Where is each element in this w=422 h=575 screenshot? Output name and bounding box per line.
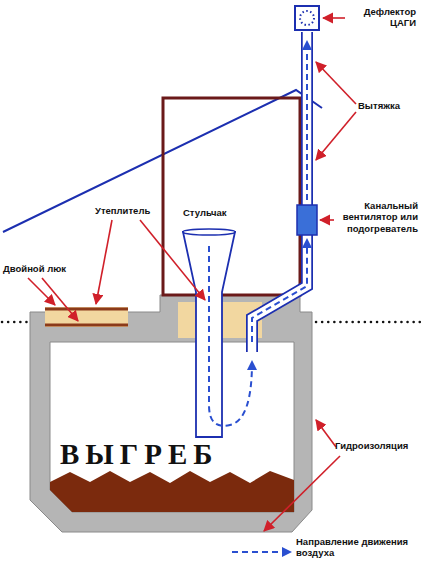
air-flow: [306, 42, 308, 200]
leader-line: [316, 112, 356, 160]
waterproofing-label: Гидроизоляция: [335, 440, 408, 451]
ground-line: [316, 321, 420, 324]
leader-line: [264, 456, 340, 531]
deflector-ring: [300, 11, 314, 25]
leader-line: [28, 278, 55, 305]
deflector: [295, 6, 319, 30]
leader-line: [316, 420, 336, 447]
legend-text: Направление движения воздуха: [296, 536, 408, 558]
seat-label: Стульчак: [183, 207, 227, 218]
pit-title: ВЫГРЕБ: [60, 440, 219, 469]
leader-line: [320, 219, 334, 221]
fan-label: Канальный вентилятор или подогреватель: [330, 200, 418, 234]
air-flow: [252, 240, 307, 342]
duct-fan: [297, 205, 317, 235]
leader-line: [42, 278, 78, 321]
leader-line: [96, 220, 112, 304]
leader-line: [316, 62, 356, 104]
vent-pipe-inner: [252, 31, 307, 354]
insulation-label: Утеплитель: [95, 205, 150, 216]
ground-line: [2, 321, 28, 324]
hatch-lid: [45, 324, 128, 327]
hatch-label: Двойной люк: [3, 263, 66, 274]
legend-sample: [232, 551, 290, 553]
leader-line: [323, 17, 345, 19]
hatch-lid: [45, 308, 128, 311]
leader-line: [140, 220, 205, 300]
pit-wall: [30, 295, 312, 532]
air-flow: [209, 246, 252, 426]
deflector-label: Дефлектор ЦАГИ: [348, 6, 416, 29]
legend-entry: Направление движения воздуха: [296, 536, 418, 559]
hatch: [45, 307, 128, 327]
house-box: [163, 98, 300, 295]
seat-rim: [183, 229, 235, 235]
sewage: [50, 471, 294, 512]
exhaust-label: Вытяжка: [358, 100, 400, 111]
